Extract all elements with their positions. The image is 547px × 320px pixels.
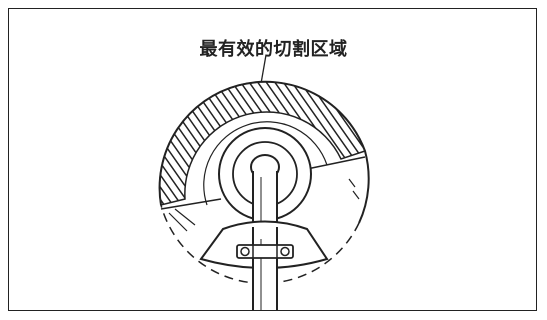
figure-frame: 最有效的切割区域 xyxy=(8,8,537,311)
clamp-bolt-left xyxy=(240,246,250,257)
cutting-line xyxy=(160,156,366,210)
circle-edge-marks xyxy=(348,178,360,200)
trimmer-diagram xyxy=(158,54,370,310)
cutting-line-tail xyxy=(168,208,196,232)
inner-zone-arc xyxy=(203,121,328,206)
cutting-circle-outline xyxy=(158,80,370,224)
cutting-zone-label: 最有效的切割区域 xyxy=(199,39,348,60)
clamp-bolt-right xyxy=(280,246,290,257)
shaft-clamp xyxy=(236,244,294,259)
